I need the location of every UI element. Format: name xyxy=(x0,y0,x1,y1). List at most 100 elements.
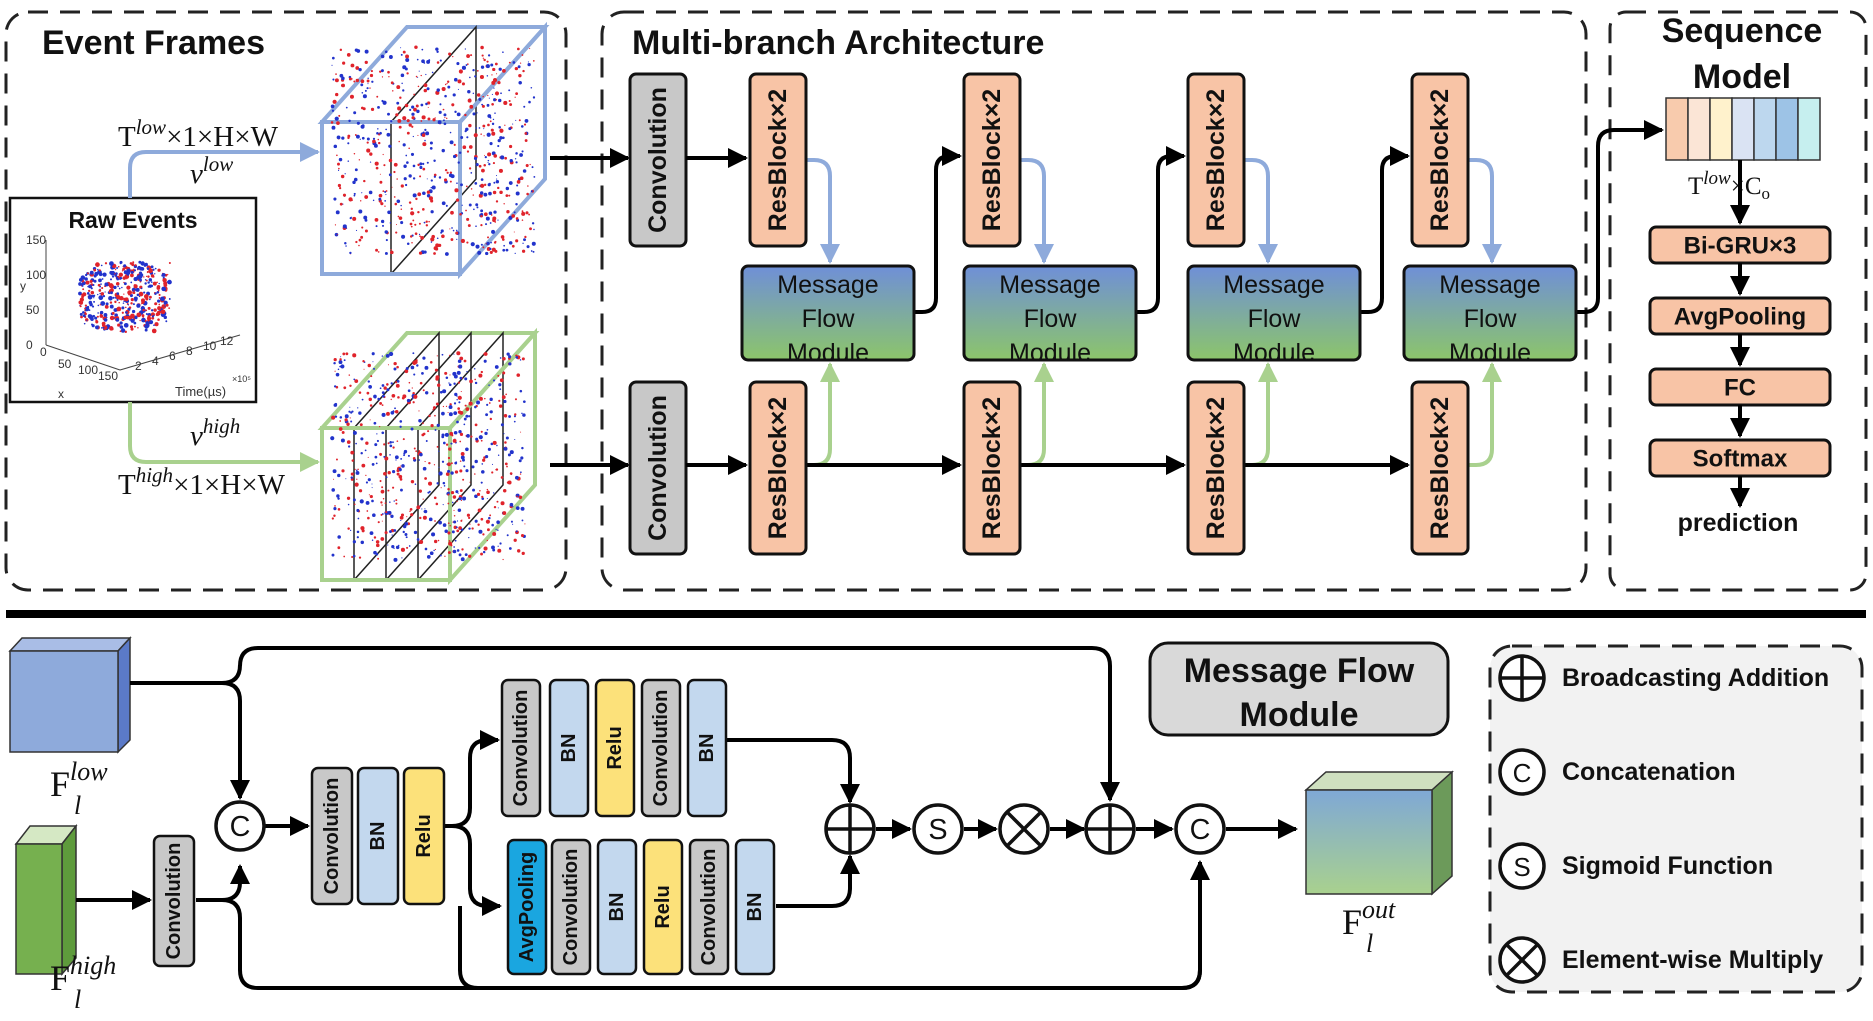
event-point xyxy=(443,122,447,126)
event-point xyxy=(343,555,346,558)
event-point xyxy=(449,180,452,183)
event-point xyxy=(342,61,346,65)
event-point xyxy=(450,442,453,445)
event-point xyxy=(409,508,413,511)
event-point xyxy=(459,460,462,462)
event-point xyxy=(499,128,504,133)
event-point xyxy=(446,171,449,174)
event-point xyxy=(370,107,375,112)
event-point xyxy=(497,454,500,456)
event-point xyxy=(446,82,448,85)
event-point xyxy=(464,48,467,50)
event-point xyxy=(360,83,364,87)
event-point xyxy=(499,190,503,195)
event-point xyxy=(346,422,350,426)
event-point xyxy=(383,455,386,458)
event-point xyxy=(466,136,469,139)
raw-event-point xyxy=(120,321,123,324)
event-point xyxy=(356,530,360,534)
event-point xyxy=(434,520,436,522)
event-point xyxy=(456,420,459,424)
event-point xyxy=(474,459,478,464)
event-point xyxy=(384,502,387,505)
event-point xyxy=(432,406,436,410)
event-point xyxy=(473,156,478,161)
event-point xyxy=(399,515,404,520)
event-point xyxy=(335,372,340,377)
event-point xyxy=(514,438,516,441)
event-point xyxy=(521,249,526,253)
event-point xyxy=(453,382,456,385)
event-point xyxy=(462,145,467,150)
event-point xyxy=(448,382,450,384)
event-point xyxy=(460,238,465,243)
event-point xyxy=(349,384,352,387)
event-point xyxy=(334,415,338,418)
event-point xyxy=(334,116,339,121)
event-point xyxy=(445,376,449,380)
event-point xyxy=(483,163,486,167)
event-point xyxy=(460,451,465,456)
event-point xyxy=(466,434,470,438)
event-point xyxy=(531,222,535,225)
event-point xyxy=(451,103,455,107)
event-point xyxy=(337,535,341,539)
raw-event-point xyxy=(146,270,149,274)
event-point xyxy=(413,394,418,399)
event-point xyxy=(366,141,369,144)
event-point xyxy=(434,414,436,417)
raw-event-point xyxy=(168,298,171,300)
event-point xyxy=(495,468,497,471)
event-point xyxy=(404,369,409,374)
raw-event-point xyxy=(118,287,121,290)
raw-event-point xyxy=(132,291,136,295)
event-point xyxy=(453,509,455,511)
raw-event-point xyxy=(101,278,104,280)
event-point xyxy=(474,423,478,427)
event-point xyxy=(355,134,360,139)
event-point xyxy=(407,389,411,393)
event-point xyxy=(514,475,519,480)
lower-bn-2: BN xyxy=(734,838,776,976)
event-point xyxy=(409,222,413,226)
raw-event-point xyxy=(82,311,85,314)
event-point xyxy=(333,478,335,480)
lower-bn-1: BN xyxy=(596,838,638,976)
upper-bn-1-label: BN xyxy=(558,734,580,763)
raw-event-point xyxy=(149,298,151,301)
raw-event-point xyxy=(109,326,114,331)
event-point xyxy=(417,85,420,88)
event-point xyxy=(504,462,508,466)
raw-event-point xyxy=(129,325,134,329)
event-point xyxy=(406,161,409,164)
mfm-label: Module xyxy=(1449,339,1531,367)
event-point xyxy=(419,516,422,520)
event-point xyxy=(530,190,533,193)
event-point xyxy=(459,440,462,443)
event-point xyxy=(399,420,403,423)
event-point xyxy=(381,486,384,489)
event-point xyxy=(504,441,507,444)
event-point xyxy=(349,94,354,99)
event-point xyxy=(410,479,415,484)
event-point xyxy=(468,123,472,128)
event-point xyxy=(336,494,340,498)
event-point xyxy=(384,531,388,535)
raw-event-point xyxy=(120,277,123,280)
svg-text:Tlow×1×H×W: Tlow×1×H×W xyxy=(118,115,279,153)
event-point xyxy=(445,472,450,476)
lower-relu-label: Relu xyxy=(652,885,674,928)
event-point xyxy=(423,250,427,254)
event-point xyxy=(387,489,390,492)
event-point xyxy=(340,174,345,179)
event-point xyxy=(365,474,367,476)
event-point xyxy=(458,364,463,369)
event-point xyxy=(517,65,521,69)
event-point xyxy=(440,487,442,489)
event-point xyxy=(450,462,453,465)
event-point xyxy=(426,161,429,164)
raw-event-point xyxy=(78,300,84,305)
event-point xyxy=(439,554,442,557)
raw-y-tick: 100 xyxy=(26,268,46,282)
event-point xyxy=(414,45,418,49)
